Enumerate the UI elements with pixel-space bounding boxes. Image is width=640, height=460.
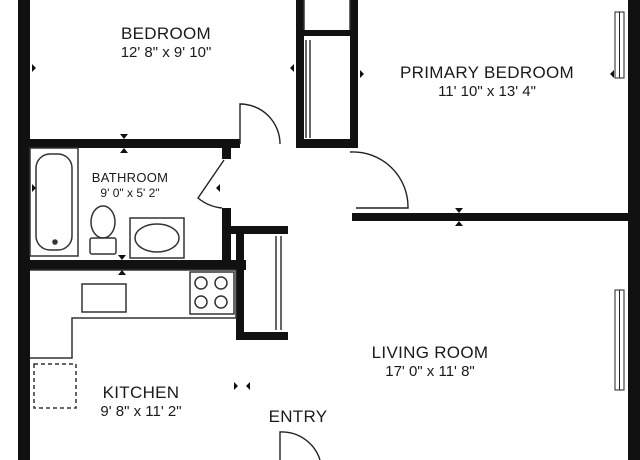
wall-closet-divider [304, 30, 356, 36]
wall-primary-bottom [352, 213, 628, 221]
wall-bedroom-bottom [30, 139, 240, 148]
wall-left-exterior [18, 0, 30, 460]
bedroom-door-swing [239, 103, 281, 145]
room-dimensions: 9' 0" x 5' 2" [100, 185, 160, 200]
room-name: PRIMARY BEDROOM [400, 63, 574, 82]
kitchen-counter [30, 269, 237, 359]
tick-mark [120, 134, 128, 153]
toilet-icon [89, 205, 117, 255]
door-swings [197, 103, 409, 460]
entry-door-swing [279, 431, 321, 460]
tick-mark [246, 382, 250, 390]
wall-closet2-bottom [236, 332, 288, 340]
room-label-bathroom: BATHROOM 9' 0" x 5' 2" [92, 170, 169, 200]
kitchen-sink-icon [81, 283, 127, 313]
room-label-entry: ENTRY [269, 407, 328, 427]
wall-bathroom-bottom [30, 260, 246, 270]
primary-door-swing [349, 151, 409, 209]
interior-walls [30, 0, 628, 340]
kitchen-fixtures [30, 269, 237, 409]
room-name: BEDROOM [121, 24, 211, 43]
room-name: KITCHEN [102, 383, 180, 402]
bathroom-door-swing [197, 159, 225, 209]
room-name: LIVING ROOM [371, 343, 489, 362]
tick-mark [216, 184, 220, 192]
fridge-icon [33, 363, 77, 409]
room-dimensions: 17' 0" x 11' 8" [385, 363, 475, 381]
windows [614, 11, 625, 391]
burner-icon [214, 295, 228, 309]
burner-icon [214, 276, 228, 290]
tick-mark [290, 64, 294, 72]
room-dimensions: 12' 8" x 9' 10" [120, 44, 212, 62]
burner-icon [194, 295, 208, 309]
wall-closet-left [296, 0, 304, 148]
wall-right-exterior [628, 0, 640, 460]
stove-icon [189, 271, 235, 315]
room-label-primary-bedroom: PRIMARY BEDROOM 11' 10" x 13' 4" [400, 63, 574, 101]
tick-mark [610, 70, 614, 78]
room-label-kitchen: KITCHEN 9' 8" x 11' 2" [100, 383, 181, 421]
tick-mark [118, 255, 126, 275]
room-label-bedroom: BEDROOM 12' 8" x 9' 10" [121, 24, 212, 62]
wall-primary-left [350, 0, 358, 148]
sink-icon [129, 217, 185, 259]
tick-mark [234, 382, 238, 390]
closet-doors [275, 0, 351, 330]
room-name: ENTRY [268, 407, 328, 426]
wall-closet2-top [222, 226, 288, 234]
wall-bathroom-right-upper [222, 139, 231, 159]
room-name: BATHROOM [91, 170, 169, 185]
room-dimensions: 9' 8" x 11' 2" [100, 403, 182, 421]
tick-mark [32, 64, 36, 72]
dimension-ticks [32, 64, 614, 390]
room-label-living-room: LIVING ROOM 17' 0" x 11' 8" [372, 343, 489, 381]
wall-hall-top [296, 139, 356, 148]
wall-closet2-left [236, 234, 244, 340]
bathtub-icon [29, 147, 79, 257]
room-dimensions: 11' 10" x 13' 4" [438, 83, 536, 101]
tick-mark [455, 208, 463, 226]
tick-mark [360, 70, 364, 78]
tick-mark [32, 184, 36, 192]
exterior-walls [18, 0, 640, 460]
burner-icon [194, 276, 208, 290]
